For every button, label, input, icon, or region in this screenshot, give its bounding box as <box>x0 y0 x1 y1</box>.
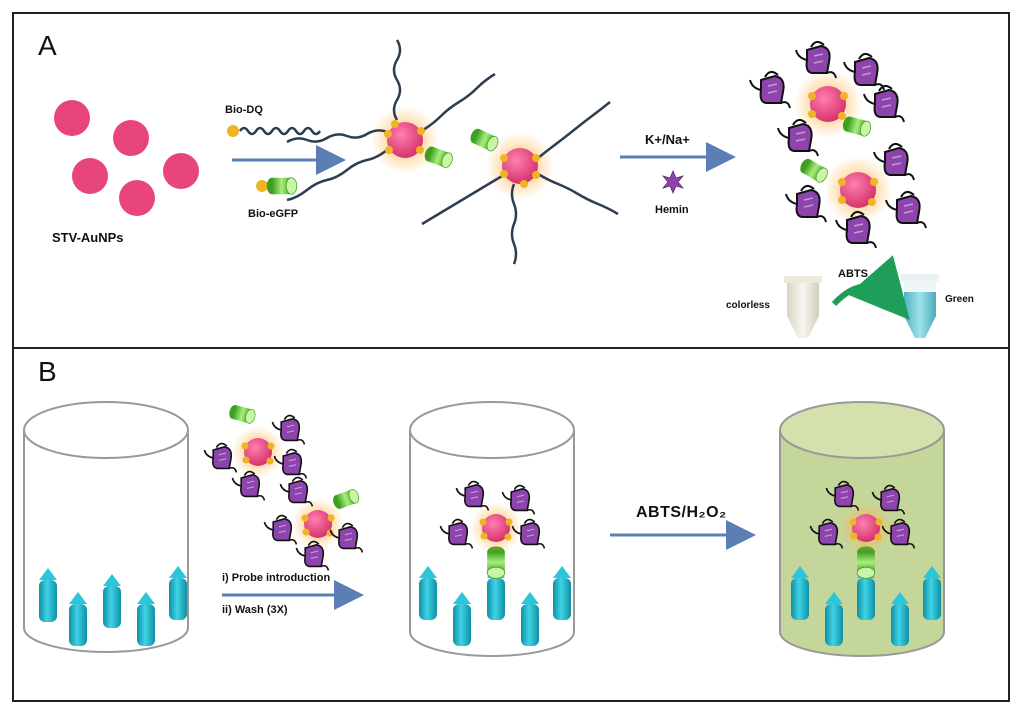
panel-divider <box>12 347 1010 349</box>
probe-cluster-2 <box>263 476 364 572</box>
bio-egfp <box>256 177 298 195</box>
reagent-label: ABTS/H₂O₂ <box>636 504 727 521</box>
well-bound <box>409 401 575 657</box>
bio-dq-label: Bio-DQ <box>225 104 263 116</box>
quadruplex-conjugate-2 <box>785 142 927 249</box>
abts-label: ABTS <box>838 268 868 280</box>
panel-b-letter: B <box>38 356 57 387</box>
step2-label: ii) Wash (3X) <box>222 604 288 616</box>
green-tube <box>901 274 939 338</box>
bio-egfp-label: Bio-eGFP <box>248 208 299 220</box>
panel-a-letter: A <box>38 30 57 61</box>
colorless-label: colorless <box>726 300 770 311</box>
stv-aunps-label: STV-AuNPs <box>52 230 124 245</box>
cation-label: K+/Na+ <box>645 132 690 147</box>
color-change-arrow <box>831 255 910 321</box>
np-conjugate-1 <box>286 39 496 202</box>
well-green <box>779 401 945 657</box>
quadruplex-conjugate-1 <box>749 40 905 157</box>
stv-aunp-particles <box>54 100 199 216</box>
probe-cluster-1 <box>203 403 308 502</box>
figure-frame <box>12 12 1010 702</box>
bio-dq-strand <box>227 125 322 137</box>
np-conjugate-2 <box>421 101 619 265</box>
colorless-tube <box>784 276 822 338</box>
step1-label: i) Probe introduction <box>222 572 331 584</box>
hemin-label: Hemin <box>655 204 689 216</box>
well-empty <box>23 401 189 653</box>
green-label: Green <box>945 294 974 305</box>
hemin-icon <box>662 170 684 194</box>
